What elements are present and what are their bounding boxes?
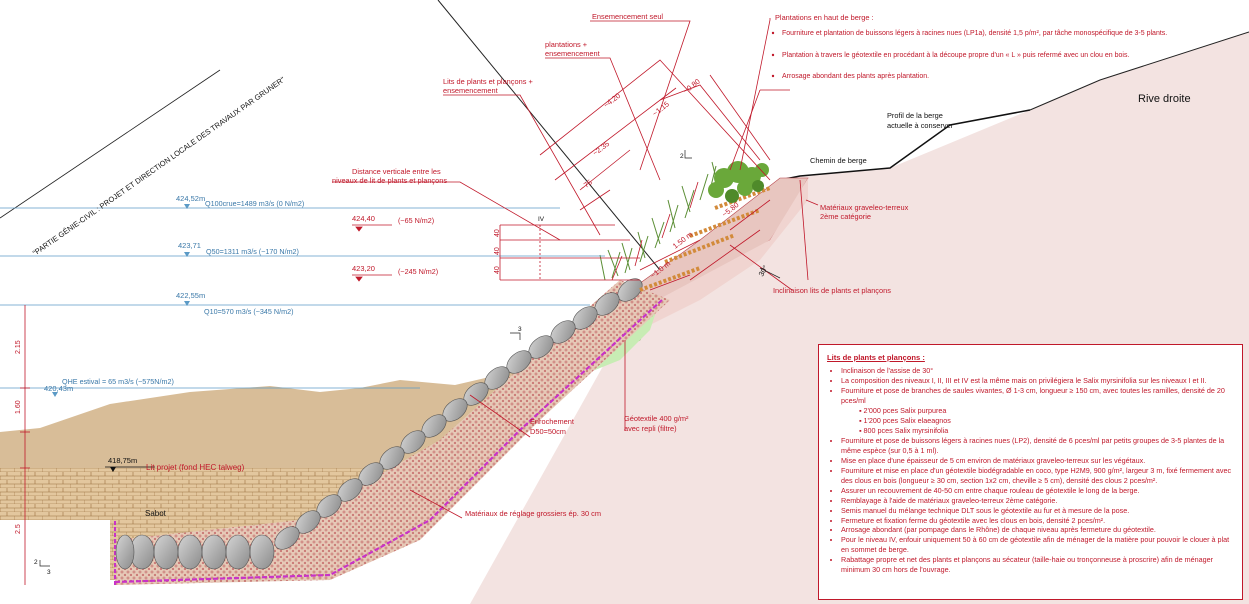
notes-title: Lits de plants et plançons : [827,353,925,362]
callout-enrochement-1: Enrochement [530,417,574,426]
left-elevation-dims [20,305,30,585]
plantation-item-3: Arrosage abondant des plants après plant… [782,73,929,80]
note-item: Mise en place d'une épaisseur de 5 cm en… [841,456,1234,466]
species-item: 800 pces Salix myrsinifolia [859,426,1234,436]
note-item: Inclinaison de l'assise de 30° [841,366,1234,376]
note-item: Arrosage abondant (par pompage dans le R… [841,525,1234,535]
note-item: Pour le niveau IV, enfouir uniquement 50… [841,535,1234,555]
dimension-lines [539,59,809,291]
rive-droite-label: Rive droite [1138,93,1191,105]
water-elev-1: 424,52m [176,194,205,203]
dim-080: ~0.80 [681,77,701,96]
species-list: 2'000 pces Salix purpurea 1'200 pces Sal… [841,406,1234,436]
dim-v25: 2.5 [15,524,22,534]
species-item: 2'000 pces Salix purpurea [859,406,1234,416]
leader-lines [332,18,819,519]
callout-materiaux-2: 2ème catégorie [820,212,871,221]
callout-distance-2: niveaux de lit de plants et plançons [332,176,447,185]
callout-distance-1: Distance verticale entre les [352,167,441,176]
callout-sabot: Sabot [145,509,167,518]
dim-v215: 2.15 [15,340,22,354]
dim-v40c: 40 [494,266,501,274]
water-elev-4: 420,43m [44,384,73,393]
existing-bank-profile [779,109,1031,181]
water-elev-3: 422,55m [176,291,205,300]
level-elev-2: 423,20 [352,264,375,273]
riverbed-soil [0,370,520,470]
note-item: Remblayage à l'aide de matériaux gravele… [841,496,1234,506]
level-label-1: (~65 N/m2) [398,216,434,225]
geotextile-line [114,299,663,584]
note-item: Fourniture et mise en place d'un géotext… [841,466,1234,486]
dim-v160: 1.60 [15,400,22,414]
callout-ensemencement-seul: Ensemencement seul [592,12,663,21]
callout-profil-2: actuelle à conserver [887,121,954,130]
bed-label: Lit projet (fond HEC talweg) [146,463,245,472]
water-label-1: Q100crue=1489 m3/s (0 N/m2) [205,199,304,208]
water-lines [0,207,605,389]
callout-reglage: Matériaux de réglage grossiers ép. 30 cm [465,509,601,518]
dim-075: ~75 [578,178,593,193]
dim-slope3b: 3 [47,569,51,576]
callout-chemin: Chemin de berge [810,156,867,165]
project-boundary-line [437,0,661,271]
note-item: Fourniture et pose de buissons légers à … [841,436,1234,456]
plantation-item-1a: Fourniture et plantation de buissons lég… [782,30,1167,37]
callout-plantations-1: plantations + [545,40,587,49]
level-marks [352,224,640,282]
plantation-item-2: Plantation à travers le géotextile en pr… [782,52,1129,59]
callout-profil-1: Profil de la berge [887,111,943,120]
callout-geotextile-2: avec repli (filtre) [624,424,677,433]
callout-materiaux-1: Matériaux graveleo-terreux [820,203,909,212]
callout-geotextile-1: Géotextile 400 g/m² [624,414,689,423]
dim-v40b: 40 [494,247,501,255]
dim-115: ~1.15 [651,99,671,118]
note-item: Fourniture et pose de branches de saules… [841,386,1234,436]
slope-markers [39,150,781,567]
level-iv-marker: IV [538,216,545,223]
diagonal-title: "PARTIE GÉNIE-CIVIL : PROJET ET DIRECTIO… [31,75,287,258]
plant-layers [639,186,771,292]
plantation-title: Plantations en haut de berge : [775,13,874,22]
note-item: Assurer un recouvrement de 40-50 cm entr… [841,486,1234,496]
level-elev-1: 424,40 [352,214,375,223]
note-item: Semis manuel du mélange technique DLT so… [841,506,1234,516]
notes-box: Lits de plants et plançons : Inclinaison… [818,344,1243,600]
dim-420: ~4.20 [602,91,622,110]
dim-slope2b: 2 [34,559,38,566]
callout-enrochement-2: D50=50cm [530,427,566,436]
dim-v40a: 40 [494,229,501,237]
callout-lits-1: Lits de plants et plançons + [443,77,533,86]
shrubs [708,161,769,203]
species-item: 1'200 pces Salix elaeagnos [859,416,1234,426]
callout-plantations-2: ensemencement [545,49,600,58]
water-label-3: Q10=570 m3/s (~345 N/m2) [204,307,294,316]
water-elev-2: 423,71 [178,241,201,250]
riprap-rocks [115,278,643,570]
note-item: Fermeture et fixation ferme du géotextil… [841,516,1234,526]
vegetation [599,161,719,281]
notes-list: Inclinaison de l'assise de 30° La compos… [827,366,1234,575]
callout-inclinaison: Inclinaison lits de plants et plançons [773,286,891,295]
water-label-4: QHE estival = 65 m3/s (~575N/m2) [62,377,174,386]
level-label-2: (~245 N/m2) [398,267,438,276]
bed-marker [110,467,116,472]
callout-lits-2: ensemencement [443,86,498,95]
note-item: La composition des niveaux I, II, III et… [841,376,1234,386]
water-markers [52,204,190,397]
note-item: Rabattage propre et net des plants et pl… [841,555,1234,575]
bed-elev: 418,75m [108,456,137,465]
dim-235: ~2.35 [591,139,611,158]
water-label-2: Q50=1311 m3/s (~170 N/m2) [206,247,299,256]
dim-slope3a: 3 [518,326,522,333]
dim-slope2a: 2 [680,153,684,160]
